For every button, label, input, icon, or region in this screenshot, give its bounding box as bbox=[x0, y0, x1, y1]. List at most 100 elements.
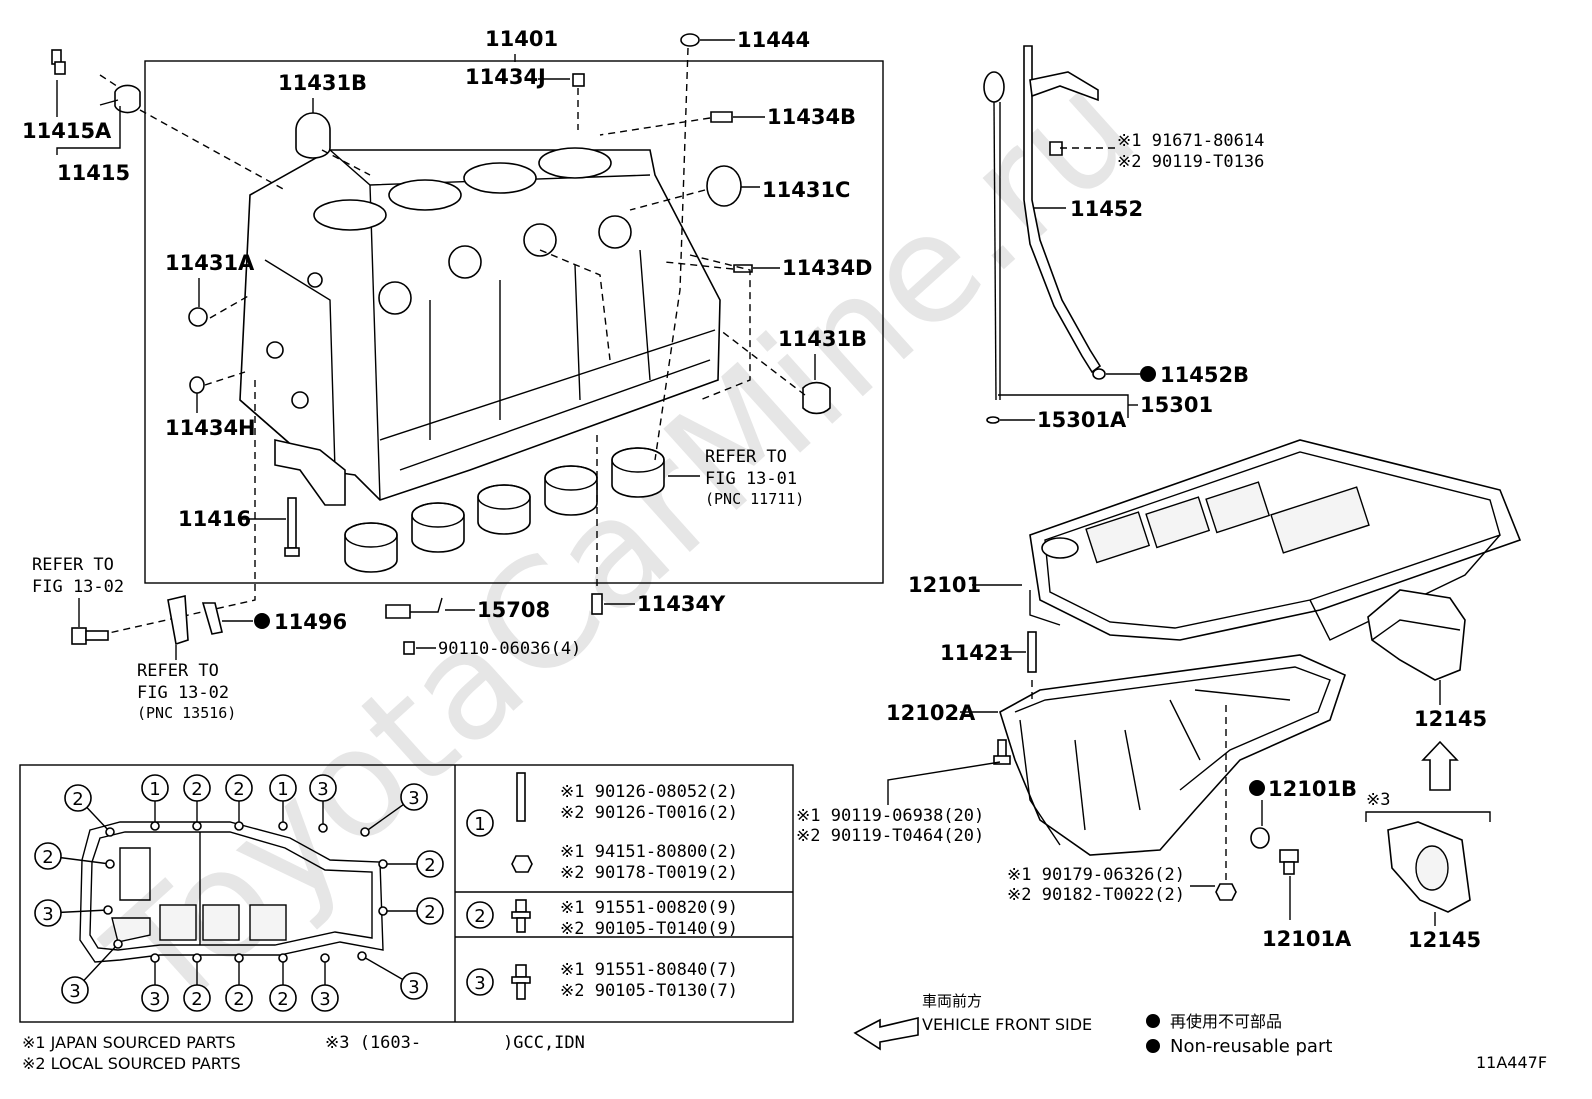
non-reusable-legend-dot-1 bbox=[1146, 1014, 1160, 1028]
label-11401: 11401 bbox=[485, 27, 558, 51]
bolt-callout-circle bbox=[400, 972, 428, 1000]
bolt-hole-marker bbox=[278, 953, 288, 963]
drain-plug-12101A-drawing bbox=[1279, 849, 1299, 875]
footnote-note3: ※3 (1603- )GCC,IDN bbox=[325, 1033, 585, 1053]
label-11431C: 11431C bbox=[762, 178, 850, 202]
bolt-callout-number: 1 bbox=[277, 779, 288, 800]
block-small-parts bbox=[188, 73, 831, 615]
bolt-callout-circle bbox=[64, 784, 92, 812]
vehicle-front-en: VEHICLE FRONT SIDE bbox=[922, 1015, 1092, 1034]
oil-level-gauge-drawing bbox=[983, 71, 1005, 424]
bolt-callout-circle bbox=[225, 984, 253, 1012]
bolt-callout-circle bbox=[183, 774, 211, 802]
cylinder-block-frame bbox=[144, 60, 884, 584]
refer-fig-13-02-bottom-line1: REFER TO bbox=[137, 661, 219, 681]
bolt-callout-number: 3 bbox=[317, 779, 328, 800]
legend-table: 1 2 3 ※1 90126-08052(2) ※2 90126-T0016(2… bbox=[466, 772, 738, 1001]
label-12101B: 12101B bbox=[1268, 777, 1357, 801]
nut-icon bbox=[511, 855, 533, 873]
refer-fig-13-01-line3: (PNC 11711) bbox=[705, 490, 804, 508]
bolt-hole-marker bbox=[320, 953, 330, 963]
legend-row3-line2: ※2 90105-T0130(7) bbox=[560, 981, 738, 1001]
nut-drawing bbox=[1215, 883, 1237, 901]
label-11415A: 11415A bbox=[22, 119, 112, 143]
pan-bolt-drawing bbox=[993, 739, 1011, 765]
bolt-callout-number: 3 bbox=[42, 904, 53, 925]
part-11444-drawing bbox=[680, 33, 700, 47]
bolt-hole-marker bbox=[378, 859, 388, 869]
legend-num-1: 1 bbox=[474, 814, 485, 835]
bolt-hole-marker bbox=[378, 906, 388, 916]
label-12145-bottom: 12145 bbox=[1408, 928, 1481, 952]
bolt-callout-circle bbox=[309, 774, 337, 802]
cylinder-block-drawing bbox=[239, 147, 721, 506]
label-90182-T0022: ※2 90182-T0022(2) bbox=[1007, 885, 1185, 905]
oil-level-gauge-guide-drawing bbox=[1023, 45, 1102, 374]
non-reusable-dot-11452B bbox=[1140, 366, 1156, 382]
legend-circle-3 bbox=[466, 968, 494, 996]
label-note3: ※3 bbox=[1366, 790, 1390, 810]
bolt-callout-number: 2 bbox=[233, 989, 244, 1010]
legend-row1-line1: ※1 90126-08052(2) bbox=[560, 782, 738, 802]
gasket-11496-drawing bbox=[201, 602, 223, 635]
label-11416: 11416 bbox=[178, 507, 251, 531]
oil-pan-no2-drawing bbox=[999, 654, 1346, 856]
non-reusable-dot-11496 bbox=[254, 613, 270, 629]
footnote-local-sourced: ※2 LOCAL SOURCED PARTS bbox=[22, 1054, 241, 1073]
label-11434B: 11434B bbox=[767, 105, 856, 129]
label-11434J: 11434J bbox=[465, 65, 546, 89]
label-90179-06326: ※1 90179-06326(2) bbox=[1007, 865, 1185, 885]
label-12101: 12101 bbox=[908, 573, 981, 597]
label-11431B-top: 11431B bbox=[278, 71, 367, 95]
label-90110-06036: 90110-06036(4) bbox=[438, 639, 581, 659]
oil-pan-no1-drawing bbox=[1029, 439, 1522, 641]
pan-dashed-leaders bbox=[1031, 680, 1227, 880]
label-11434D: 11434D bbox=[782, 256, 873, 280]
refer-fig-13-02-left-line2: FIG 13-02 bbox=[32, 577, 124, 597]
label-11431A: 11431A bbox=[165, 251, 255, 275]
leader-pan-bolt bbox=[887, 761, 1001, 805]
bolt-callout-number: 2 bbox=[191, 779, 202, 800]
oil-pressure-switch-parts bbox=[51, 49, 141, 114]
bolt-hole-marker bbox=[105, 827, 115, 837]
bolt-hole-marker bbox=[150, 821, 160, 831]
refer-fig-13-02-left-line1: REFER TO bbox=[32, 555, 114, 575]
bolt-callout-circle bbox=[311, 984, 339, 1012]
bolt-hole-marker bbox=[150, 953, 160, 963]
bolt-callout-number: 2 bbox=[424, 855, 435, 876]
flange-bolt-icon bbox=[511, 899, 531, 933]
bolt-callout-circle bbox=[269, 774, 297, 802]
label-90119-T0136: ※2 90119-T0136 bbox=[1117, 152, 1264, 172]
vehicle-front-arrow-icon bbox=[853, 1016, 919, 1051]
label-12102A: 12102A bbox=[886, 701, 976, 725]
footnote-japan-sourced: ※1 JAPAN SOURCED PARTS bbox=[22, 1033, 236, 1052]
refer-fig-13-01-line2: FIG 13-01 bbox=[705, 469, 797, 489]
legend-row-dividers bbox=[455, 891, 793, 938]
bolt-hole-marker bbox=[113, 939, 123, 949]
non-reusable-dot-12101B bbox=[1249, 780, 1265, 796]
bolt-hole-marker bbox=[318, 823, 328, 833]
label-15301A: 15301A bbox=[1037, 408, 1127, 432]
o-ring-11452B-drawing bbox=[1092, 368, 1106, 380]
bolt-callout-number: 2 bbox=[72, 789, 83, 810]
leader-11415 bbox=[56, 106, 121, 155]
bolt-callout-circle bbox=[34, 899, 62, 927]
non-reusable-en: Non-reusable part bbox=[1170, 1036, 1332, 1057]
bolt-callout-circle bbox=[183, 984, 211, 1012]
bolt-callout-number: 1 bbox=[149, 779, 160, 800]
bolt-callout-number: 3 bbox=[69, 981, 80, 1002]
label-11452B: 11452B bbox=[1160, 363, 1249, 387]
bolt-callout-circle bbox=[400, 783, 428, 811]
legend-row1-line4: ※2 90178-T0019(2) bbox=[560, 863, 738, 883]
refer-fig-13-01-line1: REFER TO bbox=[705, 447, 787, 467]
bolt-callout-number: 3 bbox=[408, 977, 419, 998]
bolt-layout-box bbox=[19, 764, 794, 1023]
label-11434Y: 11434Y bbox=[637, 592, 726, 616]
bolt-callout-circle bbox=[269, 984, 297, 1012]
bolt-hole-marker bbox=[278, 821, 288, 831]
label-11421: 11421 bbox=[940, 641, 1013, 665]
legend-row2-line1: ※1 91551-00820(9) bbox=[560, 898, 738, 918]
legend-circle-1 bbox=[466, 809, 494, 837]
